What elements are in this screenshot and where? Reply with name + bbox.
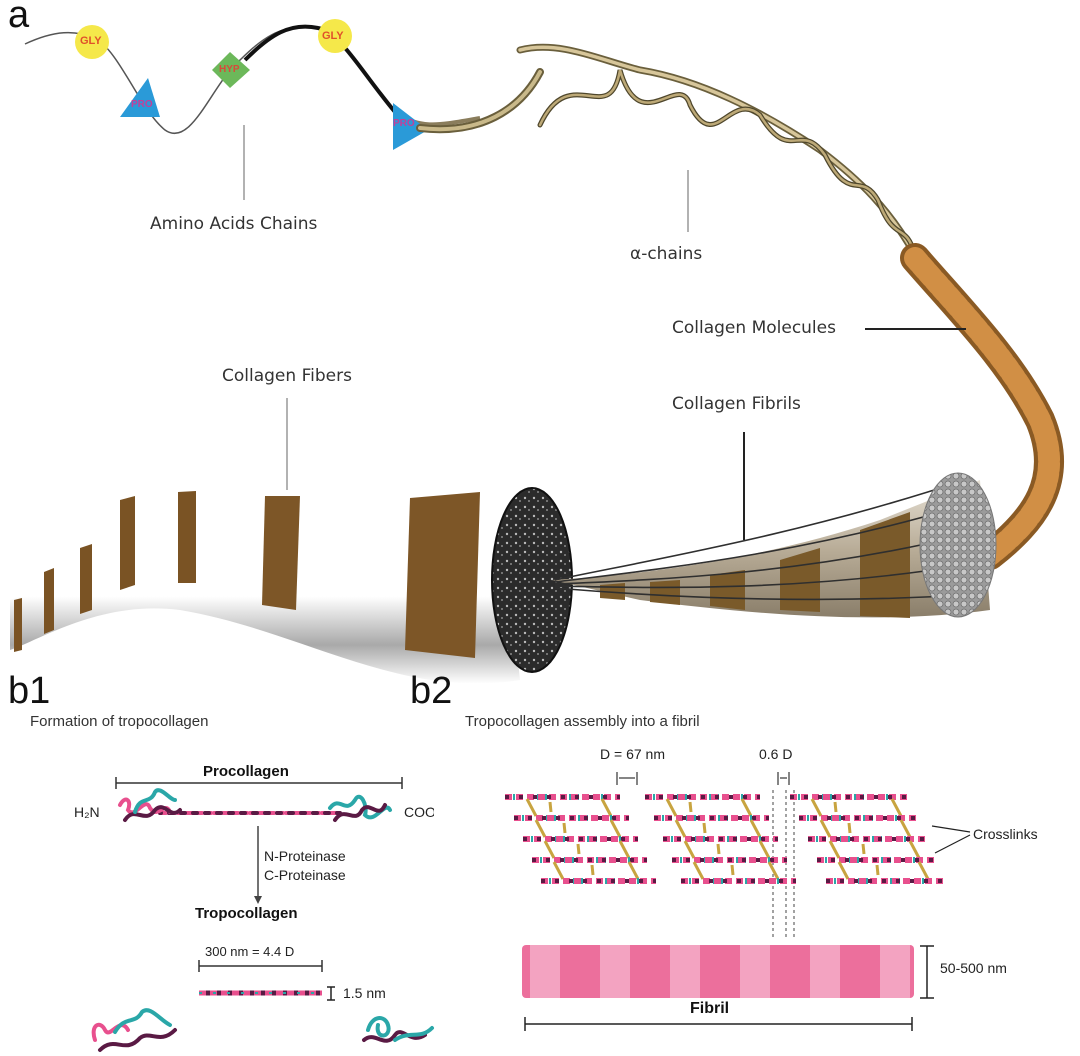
c-propeptide-fragment [362, 1016, 434, 1043]
n-propeptide-fragment [91, 1008, 177, 1052]
crosslink [688, 801, 693, 813]
crosslink [730, 864, 735, 876]
crosslink [534, 819, 547, 838]
gly-residue-2 [318, 19, 352, 53]
crosslink [665, 798, 678, 817]
crosslink [899, 819, 912, 838]
n-terminus-label: H₂N [74, 804, 100, 820]
crosslink [562, 822, 567, 834]
crosslink [609, 819, 622, 838]
residue-label-pro-1: PRO [131, 99, 153, 110]
gly-residue-1 [75, 25, 109, 59]
crosslink [847, 822, 852, 834]
crosslink [819, 819, 832, 838]
gap-label: 0.6 D [759, 746, 793, 762]
crosslink [618, 840, 631, 859]
crosslink [600, 798, 613, 817]
residue-label-gly-2: GLY [322, 30, 344, 42]
crosslink [833, 801, 838, 813]
alpha-chain-helix [416, 43, 919, 259]
residue-label-hyp: HYP [219, 64, 240, 75]
crosslink [552, 861, 565, 880]
enzyme-n-proteinase: N-Proteinase [264, 848, 346, 864]
crosslink [740, 798, 753, 817]
hyp-residue [212, 52, 250, 88]
fibril-banded [522, 945, 914, 998]
crosslink [543, 840, 556, 859]
b1-title: Formation of tropocollagen [30, 713, 209, 730]
callout-collagen-fibers: Collagen Fibers [222, 366, 352, 386]
crosslink [875, 864, 880, 876]
crosslink [702, 822, 707, 834]
tropocollagen-length: 300 nm = 4.4 D [205, 944, 295, 959]
callout-alpha-chains: α-chains [630, 244, 703, 264]
crosslink [627, 861, 640, 880]
crosslink [749, 819, 762, 838]
b2-title: Tropocollagen assembly into a fibril [465, 713, 700, 730]
residue-label-gly-1: GLY [80, 35, 102, 47]
c-terminus-label: COOH [404, 804, 434, 820]
procollagen-molecule [118, 788, 392, 822]
fibril-diameter-label: 50-500 nm [940, 960, 1007, 976]
tropocollagen-label: Tropocollagen [195, 905, 298, 922]
crosslink [525, 798, 538, 817]
procollagen-label: Procollagen [203, 763, 289, 780]
crosslink [828, 840, 841, 859]
tropocollagen-staggered-array [505, 794, 946, 884]
collagen-fiber [10, 490, 520, 684]
collagen-molecule-coil [900, 243, 1064, 570]
crosslink [692, 861, 705, 880]
crosslink [908, 840, 921, 859]
panel-label-a: a [8, 0, 30, 36]
enzyme-c-proteinase: C-Proteinase [264, 867, 346, 883]
crosslink [767, 861, 780, 880]
crosslink [861, 843, 866, 855]
crosslink [590, 864, 595, 876]
callout-collagen-fibrils: Collagen Fibrils [672, 394, 801, 414]
pro-residue-1 [120, 78, 160, 117]
panel-label-b2: b2 [410, 670, 453, 712]
residue-label-pro-2: PRO [393, 118, 415, 129]
crosslink [837, 861, 850, 880]
crosslink [576, 843, 581, 855]
crosslink [917, 861, 930, 880]
collagen-fibril-cone [552, 472, 997, 618]
crosslink [683, 840, 696, 859]
pro-residue-2 [393, 103, 428, 150]
fibril-label: Fibril [690, 1000, 730, 1017]
crosslink [674, 819, 687, 838]
crosslink [716, 843, 721, 855]
panel-label-b1: b1 [8, 670, 51, 712]
crosslink [810, 798, 823, 817]
crosslink [758, 840, 771, 859]
callout-collagen-molecules: Collagen Molecules [672, 318, 836, 338]
callout-amino-acids-chains: Amino Acids Chains [150, 214, 318, 234]
d-period-label: D = 67 nm [600, 746, 665, 762]
crosslink [548, 801, 553, 813]
tropocollagen-width: 1.5 nm [343, 985, 386, 1001]
crosslink [890, 798, 903, 817]
crosslinks-label: Crosslinks [973, 826, 1038, 842]
